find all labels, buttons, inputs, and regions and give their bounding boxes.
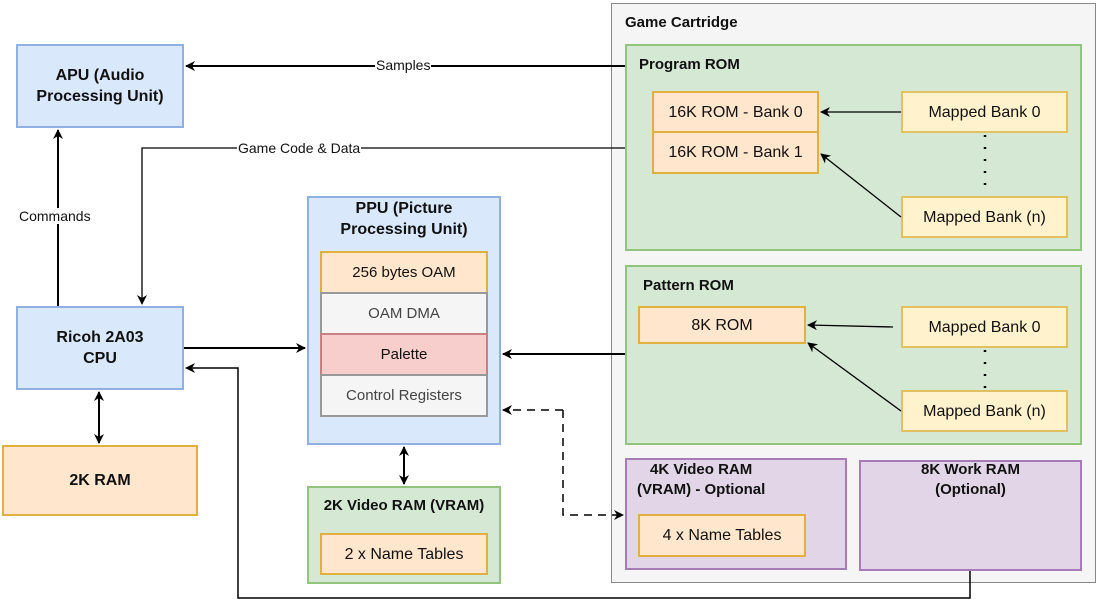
- edge-prg-mapn: [820, 153, 902, 218]
- ppu-control-registers: Control Registers: [320, 374, 488, 417]
- work-ram-title-1: 8K Work RAM: [921, 461, 1020, 478]
- ppu-label-1: PPU (Picture: [355, 200, 453, 217]
- cart-vram-title-2: (VRAM) - Optional: [637, 481, 766, 498]
- program-rom-title: Program ROM: [639, 56, 740, 73]
- label-game-code: Game Code & Data: [237, 140, 362, 156]
- cart-vram-title-1: 4K Video RAM: [650, 461, 753, 478]
- prg-bank-0: 16K ROM - Bank 0: [652, 91, 819, 133]
- prg-mapped-bank-0: Mapped Bank 0: [901, 91, 1068, 133]
- chr-mapped-bank-0: Mapped Bank 0: [901, 306, 1068, 348]
- apu-label-2: Processing Unit): [36, 88, 164, 105]
- edge-workram-cpu: [185, 363, 971, 599]
- apu-box: APU (Audio Processing Unit): [16, 44, 184, 128]
- cpu-label-2: CPU: [83, 350, 117, 367]
- edge-game-code: [137, 147, 625, 305]
- work-ram-title-2: (Optional): [935, 481, 1006, 498]
- chr-mapped-bank-n: Mapped Bank (n): [901, 390, 1068, 432]
- label-samples: Samples: [375, 57, 432, 73]
- ppu-title: PPU (Picture Processing Unit): [307, 198, 501, 240]
- work-ram-optional: [859, 460, 1082, 571]
- edge-ppu-cartvram: [562, 410, 624, 520]
- ppu-label-2: Processing Unit): [340, 221, 468, 238]
- vram-2-name-tables: 2 x Name Tables: [320, 533, 488, 575]
- apu-label-1: APU (Audio: [55, 67, 145, 84]
- vram-2k-title: 2K Video RAM (VRAM): [323, 497, 485, 514]
- label-commands: Commands: [18, 208, 92, 224]
- ppu-oam: 256 bytes OAM: [320, 251, 488, 294]
- ppu-palette: Palette: [320, 333, 488, 376]
- ppu-oam-dma: OAM DMA: [320, 292, 488, 335]
- cpu-box: Ricoh 2A03 CPU: [16, 306, 184, 390]
- ram-2k-box: 2K RAM: [2, 445, 198, 516]
- edge-chr-map0: [807, 320, 894, 331]
- edge-chr-mapn: [807, 342, 902, 412]
- cpu-label-1: Ricoh 2A03: [56, 329, 144, 346]
- cart-4-name-tables: 4 x Name Tables: [638, 514, 806, 557]
- game-cartridge-title: Game Cartridge: [625, 14, 738, 31]
- prg-mapped-bank-n: Mapped Bank (n): [901, 196, 1068, 238]
- prg-bank-1: 16K ROM - Bank 1: [652, 131, 819, 174]
- chr-8k-rom: 8K ROM: [638, 306, 806, 344]
- pattern-rom-title: Pattern ROM: [643, 277, 734, 294]
